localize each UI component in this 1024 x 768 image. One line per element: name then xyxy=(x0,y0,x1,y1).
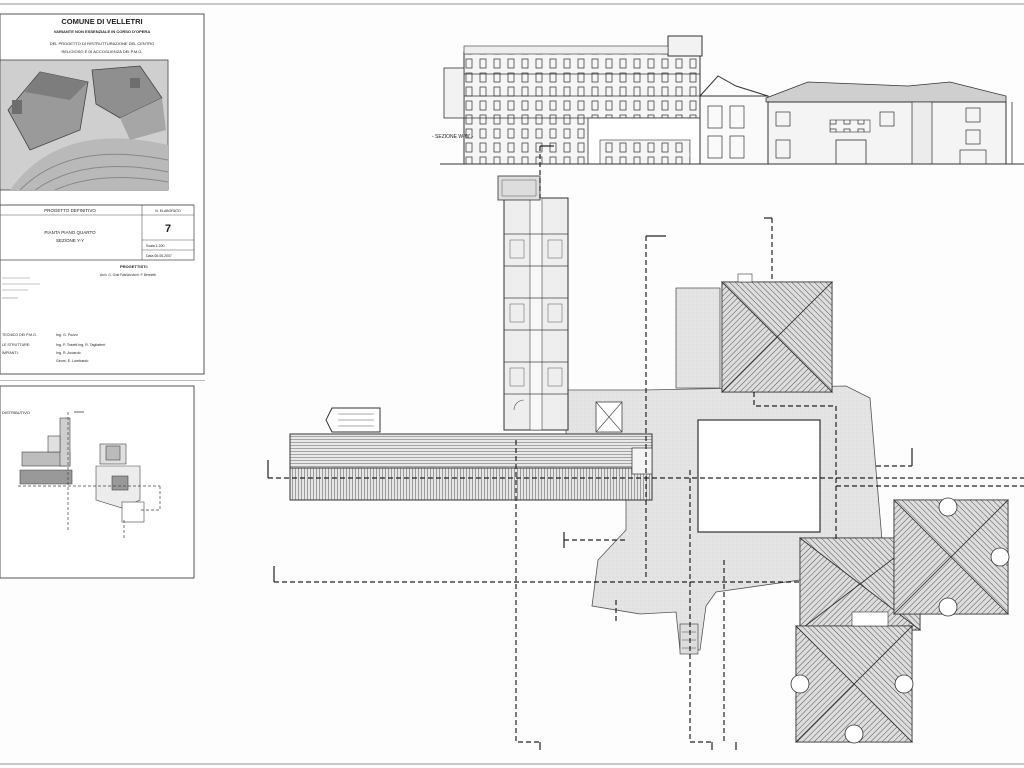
stair-head xyxy=(497,175,541,201)
project-line-1: DEL PROGETTO DI RISTRUTTURAZIONE DEL CEN… xyxy=(50,41,155,46)
keyplan-label: DISTRIBUTIVO xyxy=(2,410,30,415)
sheet-number: 7 xyxy=(165,223,171,235)
key-plan: DISTRIBUTIVO xyxy=(0,385,195,579)
section-label: - SEZIONE W-W' - xyxy=(432,134,474,140)
aerial-view-image xyxy=(0,59,169,191)
municipality-title: COMUNE DI VELLETRI xyxy=(61,17,142,26)
drawing-title: PIANTA PIANO QUARTO xyxy=(44,230,96,235)
section-lines xyxy=(268,146,1024,743)
drawing-section: SEZIONE Y-Y xyxy=(56,238,84,243)
long-wing-upper xyxy=(289,433,653,469)
roof-north xyxy=(721,273,833,393)
title-block: COMUNE DI VELLETRI VARIANTE NON ESSENZIA… xyxy=(0,13,205,375)
roof-southeast xyxy=(790,497,1010,744)
floor-plan xyxy=(267,145,1024,750)
long-wing-lower xyxy=(289,467,653,501)
project-line-2: RELIGIOSO E DI ACCOGLIENZA DEI P.M.G. xyxy=(61,49,142,54)
technical-label: TECNICO DEI P.M.G. xyxy=(2,333,37,337)
technical-value: Ing. G. Pozzo xyxy=(56,333,78,337)
structures-value: Ing. P. Tosetti Ing. R. Tagliaferri xyxy=(56,343,106,347)
designers-label: PROGETTISTI: xyxy=(120,264,148,269)
section-elevation: - SEZIONE W-W' - xyxy=(432,35,1024,165)
structures-label: LE STRUTTURE: xyxy=(2,343,30,347)
section-markers xyxy=(267,145,913,750)
systems-label: IMPIANTI: xyxy=(2,351,19,355)
systems-value-2: Geom. E. Lombardo xyxy=(56,359,88,363)
variant-subtitle: VARIANTE NON ESSENZIALE IN CORSO D'OPERA xyxy=(54,29,151,34)
project-phase: PROGETTO DEFINITIVO xyxy=(44,208,96,213)
drawing-scale: Scala 1:200 xyxy=(146,244,165,248)
courtyard xyxy=(697,419,821,533)
sheet-number-label: N. ELABORATO xyxy=(155,209,181,213)
drawing-date: Data 06.06.2007 xyxy=(146,254,172,258)
systems-value: Ing. R. Accardo xyxy=(56,351,81,355)
designers-names: Arch. G. Gold Fabrizio Arch. F. Bennetti xyxy=(100,273,156,277)
